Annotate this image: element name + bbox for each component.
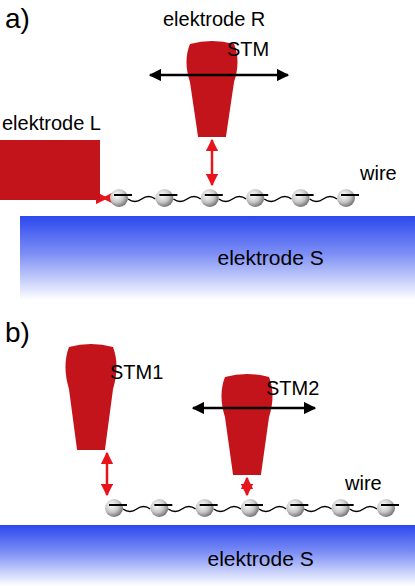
node-label: elektrode S [218, 246, 324, 269]
panel-label: a) [5, 4, 30, 35]
atom [155, 189, 173, 207]
atom [377, 499, 395, 517]
atom [241, 499, 259, 517]
bond [264, 197, 291, 202]
bond [168, 507, 195, 512]
electrode-substrate: elektrode S [20, 216, 415, 300]
bond [123, 507, 150, 512]
orbital-dash [245, 504, 263, 506]
atom [196, 499, 214, 517]
tunnel-coupling-arrow [106, 453, 109, 495]
scan-arrow [193, 407, 315, 410]
tunnel-coupling-arrow [211, 140, 214, 185]
orbital-dash [336, 504, 354, 506]
node-label: wire [360, 162, 397, 184]
orbital-dash [205, 194, 223, 196]
node-label: elektrode R [163, 8, 265, 30]
atom [332, 499, 350, 517]
bond [128, 197, 155, 202]
atom [105, 499, 123, 517]
bond [173, 197, 200, 202]
bond [310, 197, 337, 202]
tip-body [221, 374, 272, 475]
node-label: STM [227, 38, 269, 60]
tip-outline [62, 345, 120, 450]
atom [201, 189, 219, 207]
orbital-dash [200, 504, 218, 506]
orbital-dash [154, 504, 172, 506]
tunnel-coupling-arrow [246, 478, 249, 495]
orbital-dash [296, 194, 314, 196]
wire-chain [105, 498, 395, 518]
orbital-dash [250, 194, 268, 196]
node-label: wire [345, 472, 382, 494]
node-label: STM1 [110, 361, 163, 383]
tunnel-coupling-arrow [103, 197, 107, 200]
bond [219, 197, 246, 202]
stm-tip: STM1 [62, 345, 120, 450]
atom [286, 499, 304, 517]
atom [246, 189, 264, 207]
orbital-dash [341, 194, 359, 196]
orbital-dash [114, 194, 132, 196]
bond [350, 507, 377, 512]
tip-body [65, 344, 116, 450]
stm-tip: elektrode RSTM [183, 42, 241, 137]
bond [259, 507, 286, 512]
atom [150, 499, 168, 517]
stm-tip: STM2 [218, 375, 276, 475]
atomic-wire: wire [110, 188, 355, 208]
electrode-block: elektrode L [0, 140, 100, 200]
orbital-dash [290, 504, 308, 506]
atom [337, 189, 355, 207]
atom [110, 189, 128, 207]
node-label: elektrode S [208, 547, 314, 570]
orbital-dash [109, 504, 127, 506]
atomic-wire: wire [105, 498, 395, 518]
orbital-dash [381, 504, 399, 506]
panel-label: b) [5, 318, 30, 349]
bond [304, 507, 331, 512]
scan-arrow [150, 74, 288, 77]
node-label: elektrode L [2, 112, 101, 134]
wire-chain [110, 188, 355, 208]
electrode-substrate: elektrode S [0, 525, 415, 586]
atom [292, 189, 310, 207]
orbital-dash [159, 194, 177, 196]
node-label: STM2 [266, 377, 319, 399]
bond [214, 507, 241, 512]
